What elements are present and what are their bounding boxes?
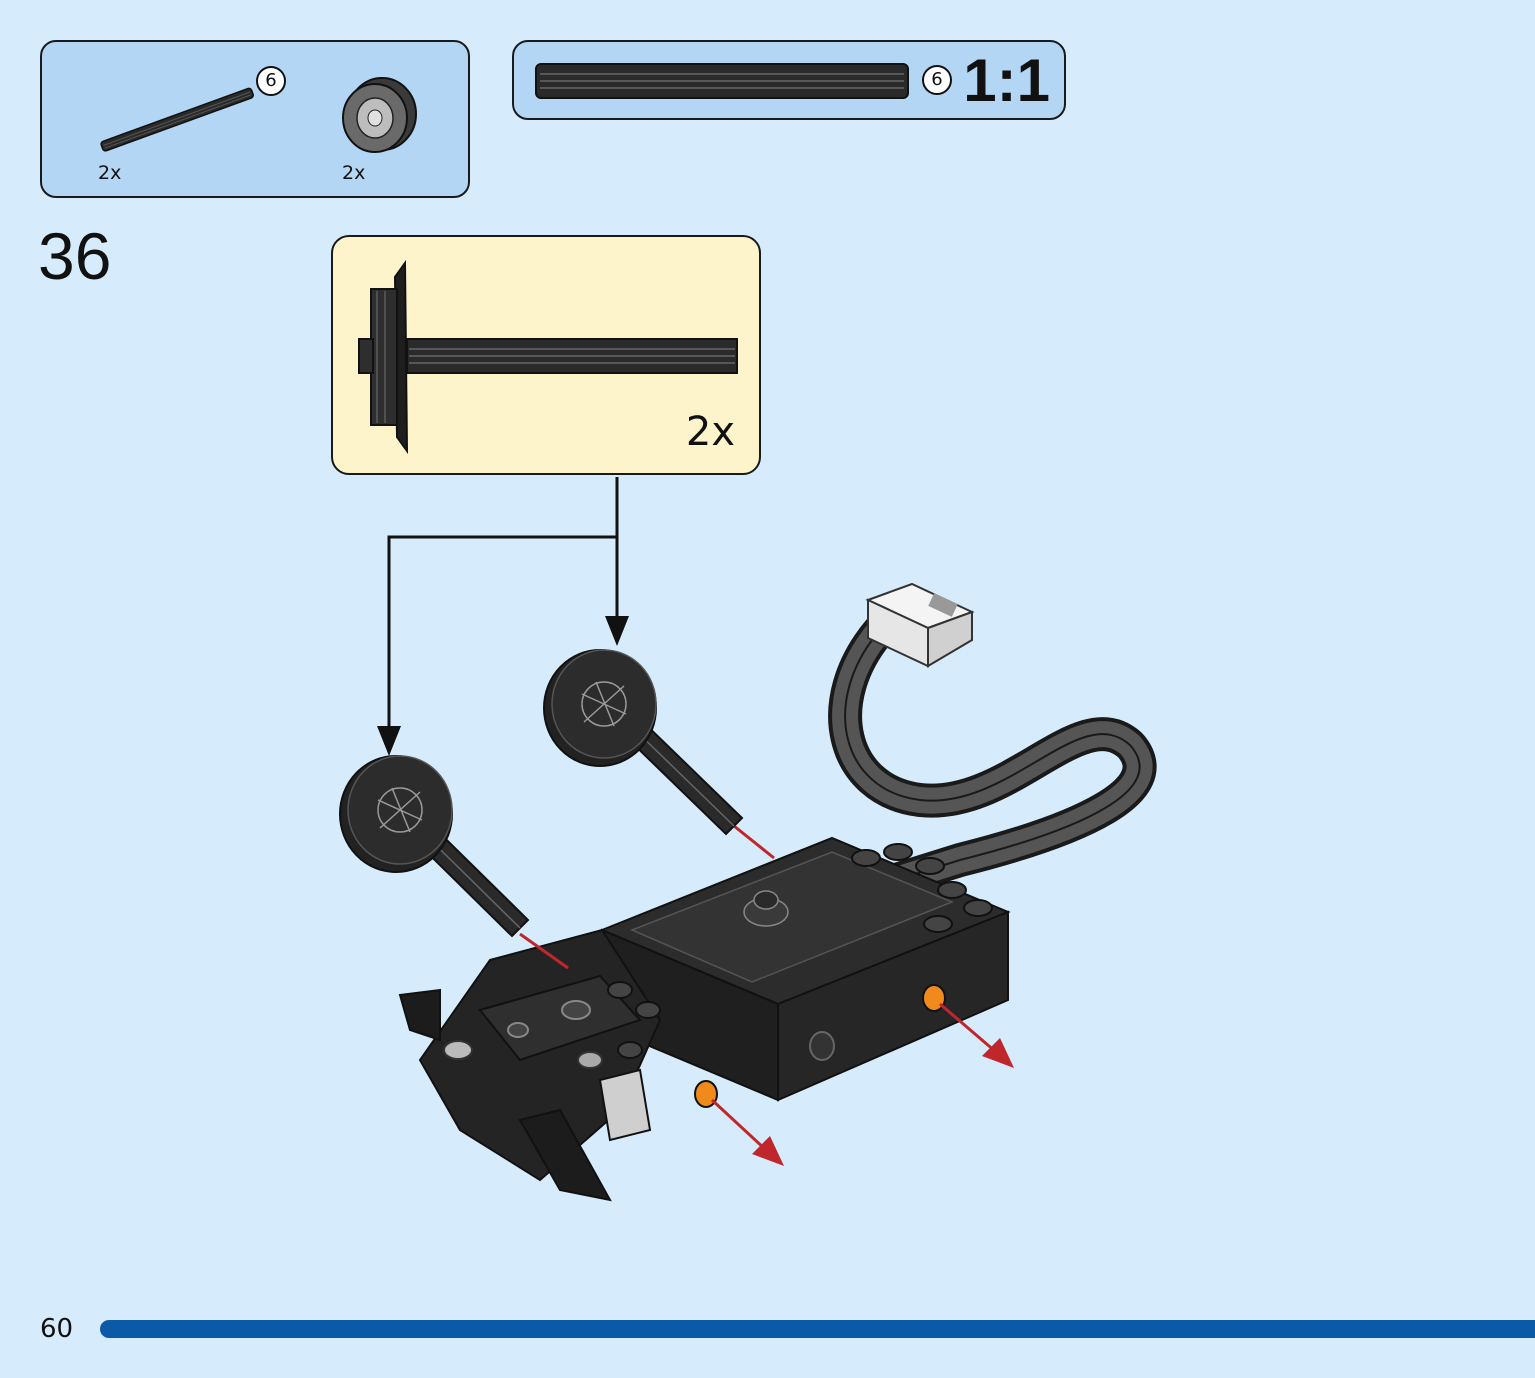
subassembly-callout: 2x (331, 235, 761, 475)
callout-arrows (387, 477, 619, 730)
arrow-head-right (605, 616, 629, 646)
scale-guide-panel: 6 1:1 (512, 40, 1066, 120)
axle-with-wheel-icon (358, 259, 738, 455)
axle-length-badge: 6 (256, 66, 286, 96)
page-progress-bar (100, 1320, 1535, 1338)
arrow-head-left (377, 726, 401, 756)
wheel-axle-right (543, 649, 744, 836)
motor-body (599, 836, 1011, 1102)
axle-icon (100, 87, 254, 152)
wheel-icon (342, 77, 417, 153)
scale-ratio: 1:1 (963, 47, 1050, 114)
parts-list-panel: 6 2x 2x (40, 40, 470, 198)
subassembly-quantity: 2x (685, 409, 735, 455)
arrow-tip-1 (752, 1136, 784, 1166)
wheel-axle-left (339, 755, 530, 938)
pin-holes (694, 984, 946, 1108)
wheel-quantity: 2x (342, 162, 366, 184)
axle-quantity: 2x (98, 162, 122, 184)
motor-cable (828, 613, 1157, 902)
scale-length-badge: 6 (922, 65, 952, 95)
page-number: 60 (40, 1314, 74, 1344)
cable-connector (865, 582, 975, 668)
axle-scale-icon (535, 63, 909, 99)
step-number: 36 (38, 219, 112, 293)
front-assembly (398, 928, 662, 1202)
motion-arrows (519, 824, 997, 1152)
arrow-tip-2 (982, 1038, 1014, 1068)
